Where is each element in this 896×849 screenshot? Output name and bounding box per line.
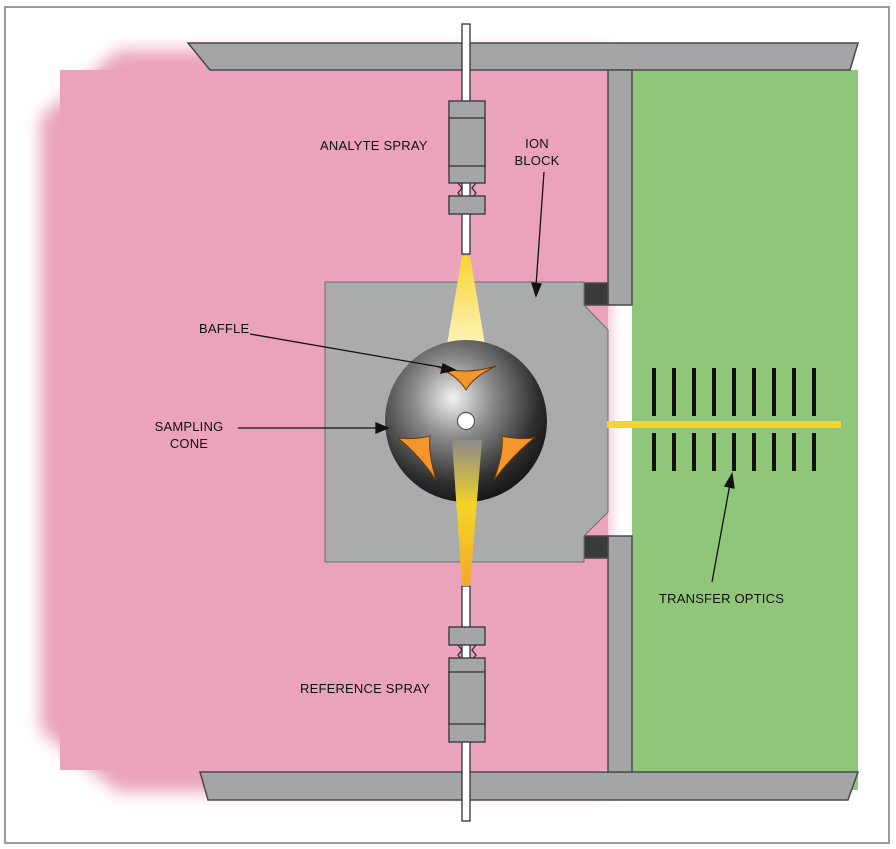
ion-block-label-line2: BLOCK bbox=[514, 153, 560, 168]
analyte-spray-probe bbox=[448, 23, 486, 255]
reference-spray-label: REFERENCE SPRAY bbox=[300, 681, 430, 696]
housing-walls bbox=[186, 42, 860, 801]
analyte-spray-label: ANALYTE SPRAY bbox=[320, 138, 428, 153]
ion-block-label-line1: ION bbox=[525, 136, 549, 151]
transfer-optics-label: TRANSFER OPTICS bbox=[659, 591, 785, 606]
baffle-vanes bbox=[396, 365, 536, 481]
leader-arrows bbox=[238, 171, 735, 583]
figure-frame bbox=[4, 6, 890, 844]
cone-orifice bbox=[456, 411, 476, 431]
sampling-cone-label-line2: CONE bbox=[169, 436, 209, 451]
ion-beam bbox=[607, 421, 841, 428]
reference-spray-probe bbox=[448, 585, 486, 822]
analyte-spray-plume bbox=[444, 256, 488, 362]
sampling-cone-label-line1: SAMPLING bbox=[154, 419, 224, 434]
reference-spray-plume bbox=[452, 440, 482, 586]
transfer-optics bbox=[652, 368, 816, 471]
baffle-label: BAFFLE bbox=[199, 321, 250, 336]
vacuum-region bbox=[632, 70, 858, 790]
